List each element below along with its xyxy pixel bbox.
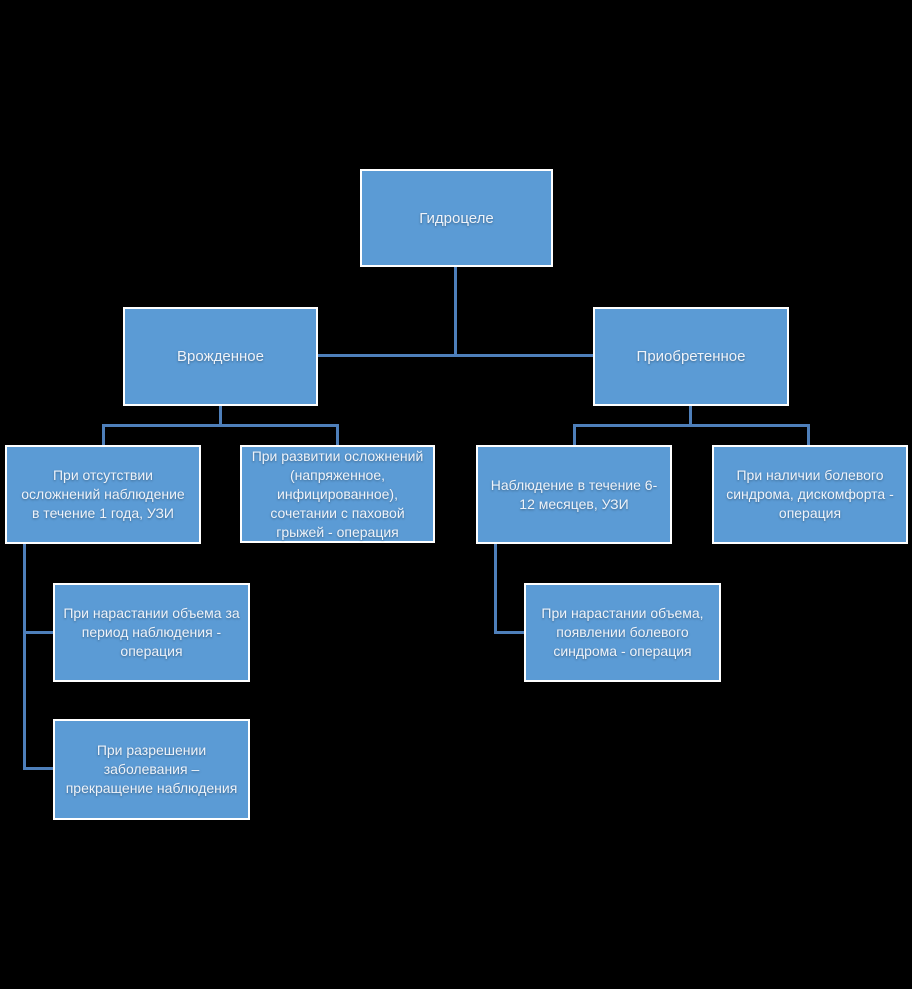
connector-left-chain-stub2 <box>23 767 53 770</box>
connector-root-vertical <box>454 267 457 356</box>
node-acquired-observe: Наблюдение в течение 6- 12 месяцев, УЗИ <box>476 445 672 544</box>
node-acquired: Приобретенное <box>593 307 789 406</box>
connector-left-chain-vertical <box>23 544 26 770</box>
connector-left-chain-stub1 <box>23 631 53 634</box>
connector-root-horizontal <box>318 354 593 357</box>
connector-congenital-horizontal <box>102 424 339 427</box>
node-acquired-pain: При наличии болевого синдрома, дискомфор… <box>712 445 908 544</box>
node-root-hydrocele: Гидроцеле <box>360 169 553 267</box>
connector-acquired-child2-drop <box>807 424 810 445</box>
node-congenital-observe: При отсутствии осложнений наблюдение в т… <box>5 445 201 544</box>
connector-congenital-child2-drop <box>336 424 339 445</box>
connector-congenital-down <box>219 406 222 426</box>
node-acquired-volume-increase: При нарастании объема, появлении болевог… <box>524 583 721 682</box>
node-congenital: Врожденное <box>123 307 318 406</box>
connector-congenital-child1-drop <box>102 424 105 445</box>
node-congenital-complications: При развитии осложнений (напряженное, ин… <box>240 445 435 543</box>
connector-right-chain-stub <box>494 631 524 634</box>
connector-acquired-down <box>689 406 692 426</box>
connector-right-chain-vertical <box>494 544 497 634</box>
connector-acquired-horizontal <box>573 424 810 427</box>
node-congenital-resolution: При разрешении заболевания – прекращение… <box>53 719 250 820</box>
node-congenital-volume-increase: При нарастании объема за период наблюден… <box>53 583 250 682</box>
connector-acquired-child1-drop <box>573 424 576 445</box>
